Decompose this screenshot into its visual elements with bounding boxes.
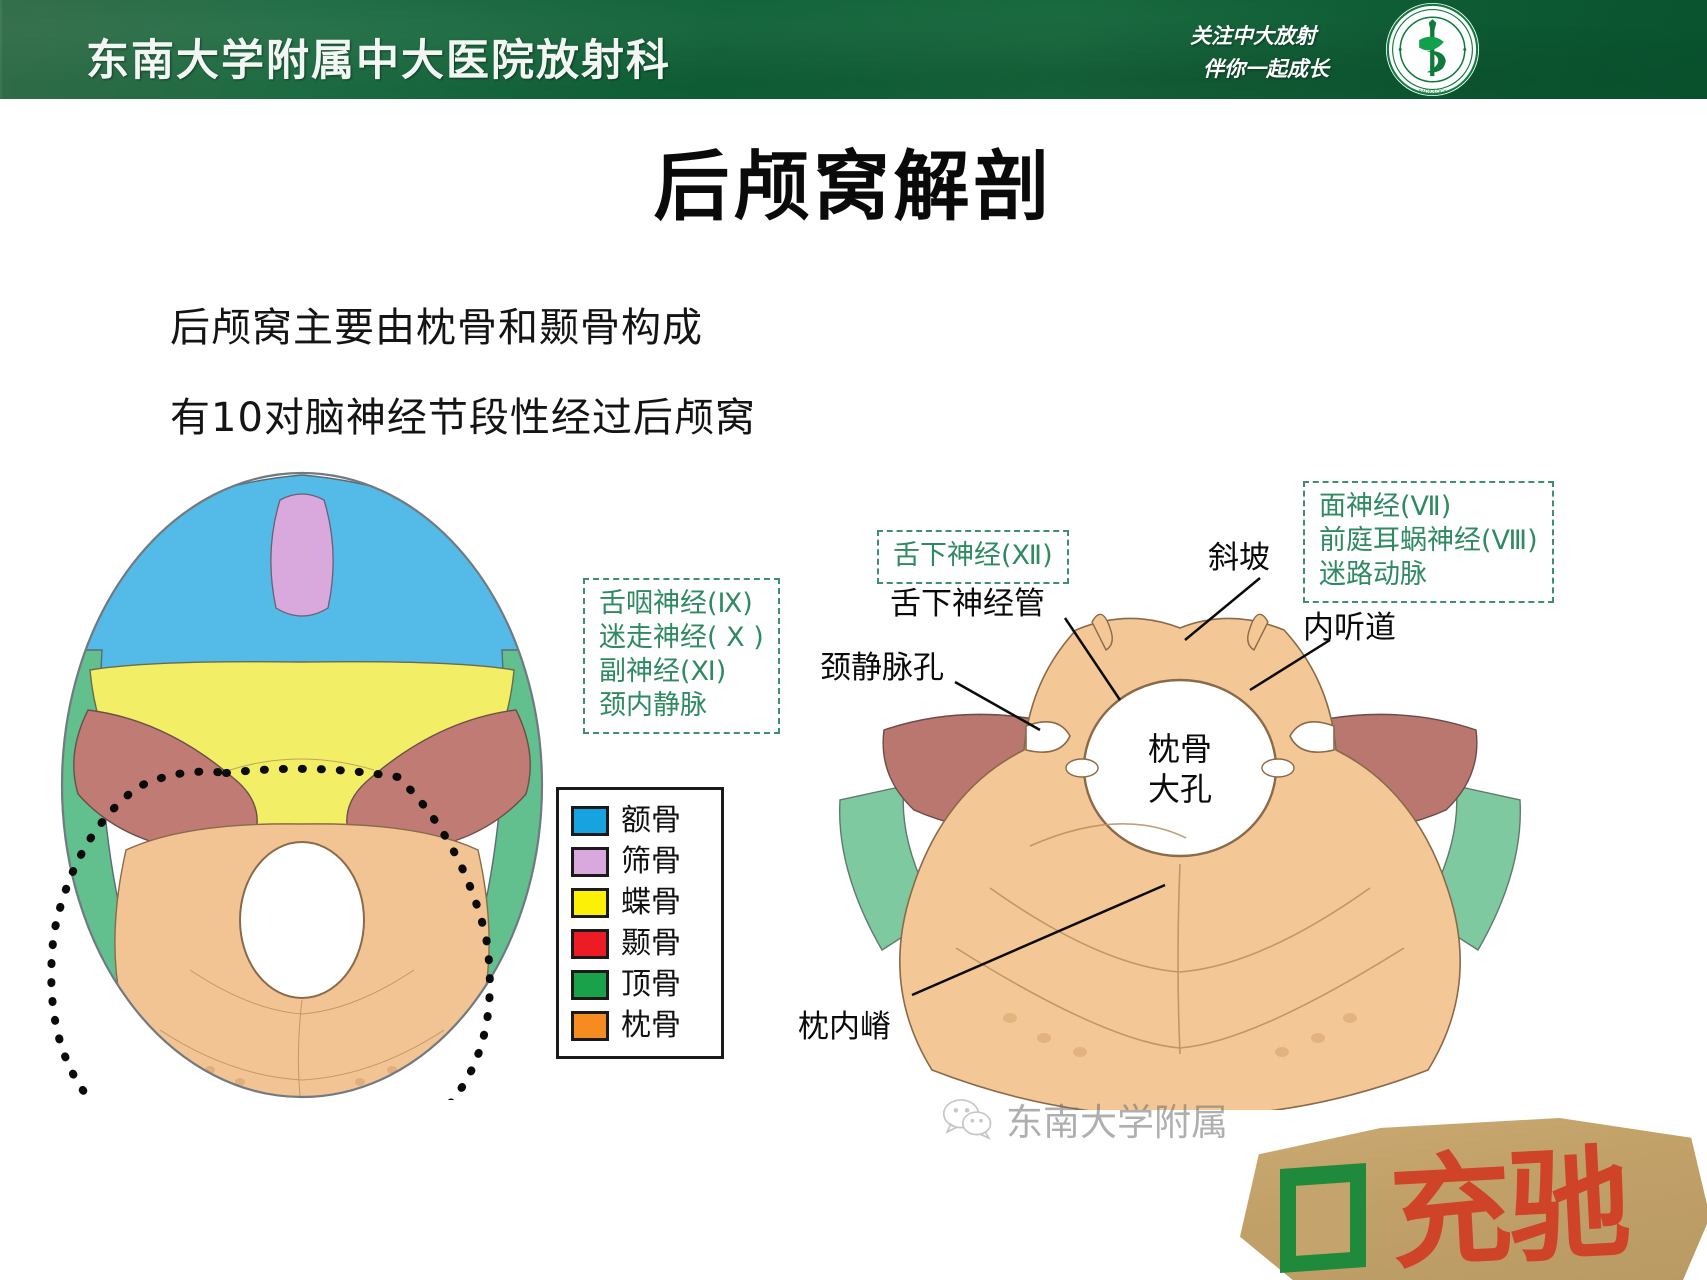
legend-label: 枕骨 [621,1007,681,1043]
legend-label: 顶骨 [621,966,681,1002]
annotation-line: 迷路动脉 [1319,559,1427,590]
header-title: 东南大学附属中大医院放射科 [86,36,671,86]
header-slogan-line-1: 关注中大放射 [1190,24,1316,48]
foramen-magnum-label-line-2: 大孔 [1148,770,1212,808]
annotation-line: 副神经(Ⅺ) [599,656,727,687]
annotation-line: 舌咽神经(Ⅸ) [599,588,753,619]
legend-swatch-icon [571,846,609,877]
svg-text:RADIOLOGY: RADIOLOGY [1419,89,1447,95]
hospital-logo-icon: RADIOLOGY [1385,2,1480,97]
annotation-line: 舌下神经(Ⅻ) [893,540,1053,571]
annotation-box-internal-acoustic-meatus-contents: 面神经(Ⅶ) 前庭耳蜗神经(Ⅷ) 迷路动脉 [1303,481,1554,603]
legend-label: 筛骨 [621,843,681,879]
header-slogan-line-2: 伴你一起成长 [1203,57,1329,81]
legend-swatch-icon [571,805,609,836]
sticker-green-square-icon [1280,1162,1366,1274]
callout-jugular-foramen: 颈静脉孔 [820,650,944,686]
callout-clivus: 斜坡 [1208,540,1270,576]
legend-item-sphenoid-bone: 蝶骨 [571,882,711,923]
sticker-square-inner [1296,1182,1350,1256]
body-text-line-1: 后颅窝主要由枕骨和颞骨构成 [170,305,703,351]
annotation-box-jugular-foramen-nerves: 舌咽神经(Ⅸ) 迷走神经( Ⅹ ) 副神经(Ⅺ) 颈内静脉 [583,578,780,734]
annotation-line: 迷走神经( Ⅹ ) [599,622,764,653]
legend-swatch-icon [571,969,609,1000]
header-slogan: 关注中大放射 伴你一起成长 [1148,20,1358,86]
watermark-text: 东南大学附属 [1006,1101,1228,1144]
header-bar: 东南大学附属中大医院放射科 关注中大放射 伴你一起成长 RADIOLOGY [0,0,1707,99]
legend-item-parietal-bone: 顶骨 [571,964,711,1005]
promo-sticker: 充驰 [1240,1108,1707,1280]
skull-base-inferior-view-illustration [47,471,544,1100]
legend-item-occipital-bone: 枕骨 [571,1005,711,1046]
bone-color-legend: 额骨 筛骨 蝶骨 颞骨 顶骨 枕骨 [556,787,724,1059]
callout-hypoglossal-canal: 舌下神经管 [890,586,1045,622]
legend-label: 颞骨 [621,925,681,961]
page-title: 后颅窝解剖 [653,142,1054,231]
legend-label: 额骨 [621,802,681,838]
callout-internal-occipital-crest: 枕内嵴 [798,1009,891,1045]
wechat-watermark: 东南大学附属 [942,1092,1228,1146]
legend-label: 蝶骨 [621,884,681,920]
annotation-line: 面神经(Ⅶ) [1319,491,1452,522]
legend-swatch-icon [571,1010,609,1041]
annotation-line: 颈内静脉 [599,690,707,721]
body-text-line-2: 有10对脑神经节段性经过后颅窝 [170,395,756,441]
foramen-magnum-label-line-1: 枕骨 [1148,730,1212,768]
annotation-box-hypoglossal-nerve: 舌下神经(Ⅻ) [877,530,1069,584]
legend-swatch-icon [571,887,609,918]
legend-item-frontal-bone: 额骨 [571,800,711,841]
sticker-text: 充驰 [1386,1131,1630,1280]
callout-internal-acoustic-meatus: 内听道 [1303,610,1396,646]
legend-item-temporal-bone: 颞骨 [571,923,711,964]
annotation-line: 前庭耳蜗神经(Ⅷ) [1319,525,1538,556]
legend-swatch-icon [571,928,609,959]
legend-item-ethmoid-bone: 筛骨 [571,841,711,882]
wechat-icon [942,1099,992,1140]
